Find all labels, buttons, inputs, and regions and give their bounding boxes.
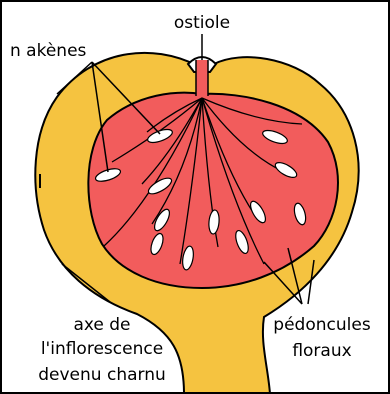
label-pedoncules-line2: floraux bbox=[292, 341, 351, 361]
label-axe-line1: axe de bbox=[73, 315, 130, 335]
fig-diagram-canvas: ostiole n akènes axe de l'inflorescence … bbox=[2, 2, 388, 392]
label-axe-line3: devenu charnu bbox=[38, 365, 166, 385]
label-pedoncules-line1: pédoncules bbox=[273, 315, 371, 335]
label-akenes: n akènes bbox=[10, 41, 87, 61]
label-axe-line2: l'inflorescence bbox=[41, 339, 163, 359]
label-ostiole: ostiole bbox=[174, 13, 230, 33]
ostiole-channel bbox=[196, 60, 208, 98]
